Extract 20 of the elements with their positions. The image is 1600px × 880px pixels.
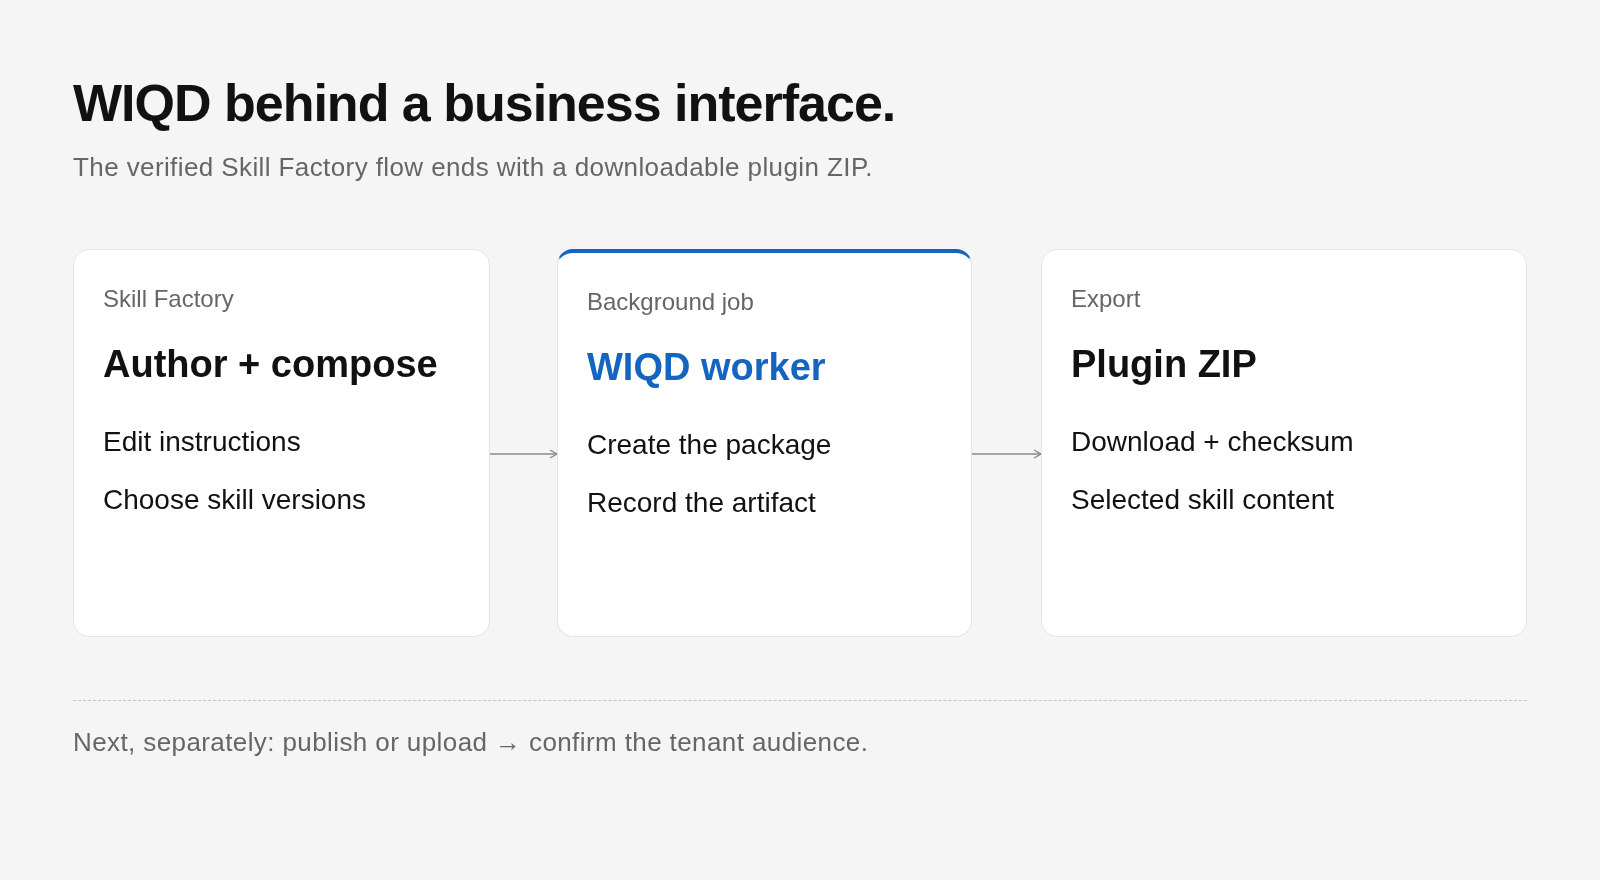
step-text: Create the package (587, 428, 832, 462)
step-card (1041, 249, 1527, 637)
step-text: Edit instructions (103, 425, 301, 459)
card-eyebrow: Export (1071, 285, 1141, 314)
step-text: Record the artifact (587, 486, 816, 520)
step-card (73, 249, 490, 637)
subtitle: The verified Skill Factory flow ends with a downloadable plugin ZIP. (73, 152, 873, 184)
card-eyebrow: Background job (587, 288, 754, 317)
card-title: Author + compose (103, 341, 438, 387)
step-text: Choose skill versions (103, 483, 366, 517)
page-title: WIQD behind a business interface. (73, 73, 896, 134)
arrow (489, 449, 558, 459)
card-eyebrow: Skill Factory (103, 285, 234, 314)
step-card (557, 249, 972, 637)
card-title: WIQD worker (587, 344, 826, 390)
step-text: Download + checksum (1071, 425, 1354, 459)
card-title: Plugin ZIP (1071, 341, 1257, 387)
footnote: Next, separately: publish or upload → confirm the tenant audience. (73, 727, 869, 759)
arrow (971, 449, 1042, 459)
step-text: Selected skill content (1071, 483, 1335, 517)
